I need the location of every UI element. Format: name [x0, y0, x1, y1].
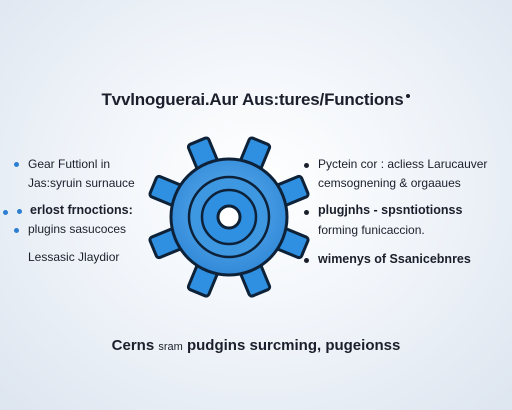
- diagram-title-text: Tvvlnoguerai.Aur Aus:tures/Functions: [101, 90, 404, 109]
- left-item-4: plugins sasucoces: [28, 222, 127, 236]
- left-bullet-3: [3, 210, 8, 215]
- left-bullet-1: [14, 162, 19, 167]
- left-item-1: Gear Futtionl in: [28, 157, 111, 171]
- diagram-title: Tvvlnoguerai.Aur Aus:tures/Functions: [0, 90, 512, 110]
- right-bullet-5: [304, 258, 309, 263]
- right-bullet-1: [304, 163, 309, 168]
- gear-axle-hole: [216, 204, 242, 230]
- right-bullet-3: [304, 210, 309, 215]
- right-item-3: plugjnhs - spsntiotionss: [318, 203, 463, 217]
- left-item-3: erlost frnoctions:: [30, 203, 133, 217]
- footer-caption: Cerns sram pudgins surcming, pugeionss: [0, 337, 512, 354]
- left-item-5: Lessasic Jlaydior: [28, 250, 120, 264]
- left-bullet-3b: [17, 209, 22, 214]
- right-item-2: cemsognening & orgaaues: [318, 176, 461, 190]
- footer-small: sram: [158, 341, 183, 353]
- gear-icon: [148, 136, 310, 298]
- footer-lead: Cerns: [111, 337, 155, 354]
- title-mark: [406, 94, 411, 98]
- footer-rest: pudgins surcming, pugeionss: [186, 337, 401, 354]
- left-bullet-4: [14, 228, 19, 233]
- left-item-2: Jas:syruin surnauce: [28, 176, 135, 190]
- right-item-1: Pyctein cor : acliess Larucauver: [318, 157, 488, 171]
- right-item-4: forming funicaccion.: [318, 223, 425, 237]
- right-item-5: wimenys of Ssanicebnres: [318, 252, 471, 266]
